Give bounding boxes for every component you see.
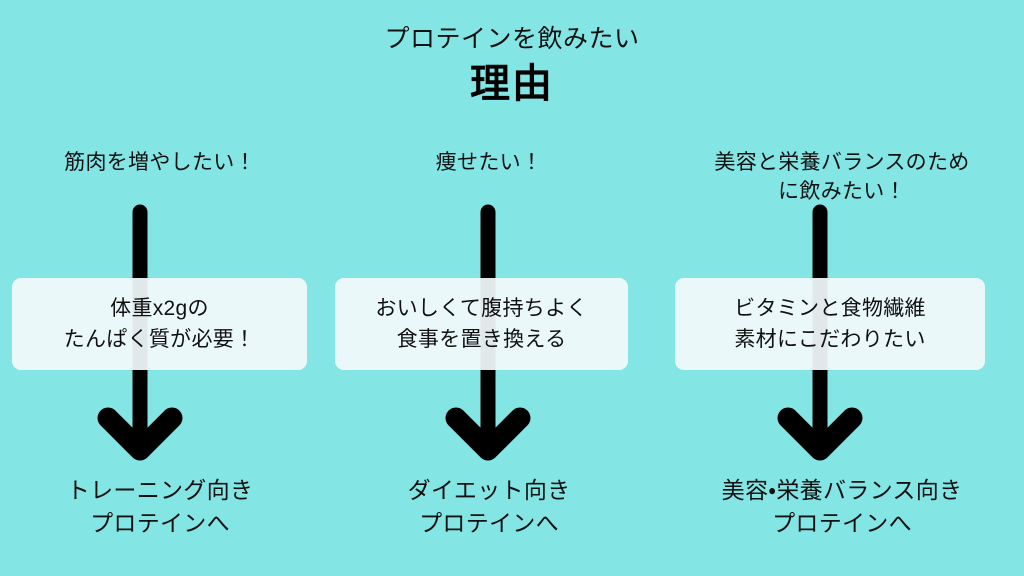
card-line: 食事を置き換える bbox=[396, 328, 567, 351]
heading-line: 筋肉を増やしたい！ bbox=[64, 151, 256, 174]
card-text: ビタミンと食物繊維 素材にこだわりたい bbox=[734, 293, 926, 355]
column-heading-diet: 痩せたい！ bbox=[336, 148, 642, 177]
card-line: 素材にこだわりたい bbox=[734, 328, 926, 351]
card-line: 体重x2gの bbox=[110, 297, 209, 320]
card-line: たんぱく質が必要！ bbox=[63, 328, 256, 351]
footer-line: プロテインへ bbox=[772, 510, 912, 536]
heading-line: 美容と栄養バランスのため bbox=[714, 151, 970, 174]
card-line: ビタミンと食物繊維 bbox=[734, 297, 926, 320]
heading-line: に飲みたい！ bbox=[778, 180, 906, 203]
column-footer-diet: ダイエット向き プロテインへ bbox=[336, 474, 642, 540]
column-heading-beauty: 美容と栄養バランスのため に飲みたい！ bbox=[660, 148, 1024, 206]
page-title: 理由 bbox=[470, 62, 554, 106]
footer-line: プロテインへ bbox=[90, 510, 230, 536]
column-footer-muscle: トレーニング向き プロテインへ bbox=[0, 474, 320, 540]
column-diet: 痩せたい！ おいしくて腹持ちよく 食事を置き換える ダイエット向き プロテインへ bbox=[335, 0, 642, 576]
reason-card-diet: おいしくて腹持ちよく 食事を置き換える bbox=[335, 278, 628, 370]
column-muscle: 筋肉を増やしたい！ 体重x2gの たんぱく質が必要！ トレーニング向き プロテイ… bbox=[0, 0, 320, 576]
heading-line: 痩せたい！ bbox=[435, 151, 543, 174]
card-line: おいしくて腹持ちよく bbox=[375, 297, 588, 320]
column-footer-beauty: 美容・栄養バランス向き プロテインへ bbox=[660, 474, 1024, 540]
title-block: プロテインを飲みたい 理由 bbox=[0, 22, 1024, 110]
card-text: 体重x2gの たんぱく質が必要！ bbox=[64, 293, 256, 355]
footer-line: ダイエット向き bbox=[407, 477, 571, 503]
column-heading-muscle: 筋肉を増やしたい！ bbox=[0, 148, 320, 177]
column-beauty: 美容と栄養バランスのため に飲みたい！ ビタミンと食物繊維 素材にこだわりたい … bbox=[660, 0, 1024, 576]
reason-card-muscle: 体重x2gの たんぱく質が必要！ bbox=[12, 278, 307, 370]
reason-card-beauty: ビタミンと食物繊維 素材にこだわりたい bbox=[675, 278, 985, 370]
footer-line: 美容・栄養バランス向き bbox=[721, 477, 963, 503]
title-kicker: プロテインを飲みたい bbox=[384, 25, 640, 53]
footer-line: プロテインへ bbox=[419, 510, 559, 536]
card-text: おいしくて腹持ちよく 食事を置き換える bbox=[375, 293, 587, 355]
footer-line: トレーニング向き bbox=[66, 477, 254, 503]
